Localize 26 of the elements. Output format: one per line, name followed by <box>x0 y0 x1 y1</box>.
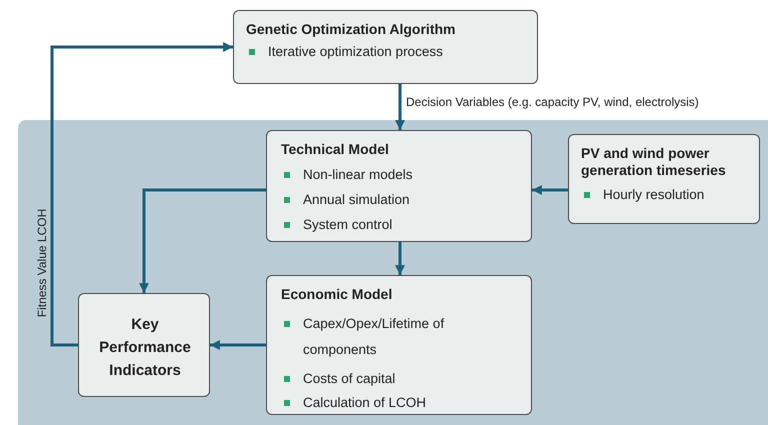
bullet-text: Annual simulation <box>303 192 410 208</box>
arrow <box>210 340 266 350</box>
arrow <box>50 42 233 346</box>
box-title: PV and wind power generation timeseries <box>581 145 727 179</box>
arrow <box>395 242 405 275</box>
edge-label: Fitness Value LCOH <box>35 206 49 320</box>
process-box <box>233 10 538 84</box>
box-title: Economic Model <box>281 286 394 303</box>
process-box <box>568 134 760 224</box>
box-title: Key Performance Indicators <box>98 314 192 380</box>
bullet-text: Iterative optimization process <box>268 44 443 60</box>
arrow <box>139 188 266 293</box>
bullet-text: Calculation of LCOH <box>303 395 426 411</box>
process-box <box>78 293 210 397</box>
process-box <box>266 130 532 242</box>
bullet-text: Capex/Opex/Lifetime of components <box>303 315 446 359</box>
arrow <box>395 84 405 130</box>
bullet-text: Costs of capital <box>303 371 396 387</box>
bullet-text: System control <box>303 217 392 233</box>
edge-label: Decision Variables (e.g. capacity PV, wind, electrolysis) <box>404 95 701 109</box>
bullet-text: Hourly resolution <box>603 187 704 203</box>
bullet-text: Non-linear models <box>303 167 413 183</box>
process-box <box>266 275 532 415</box>
box-title: Technical Model <box>281 141 390 158</box>
arrow <box>532 185 568 195</box>
box-title: Genetic Optimization Algorithm <box>246 21 456 38</box>
